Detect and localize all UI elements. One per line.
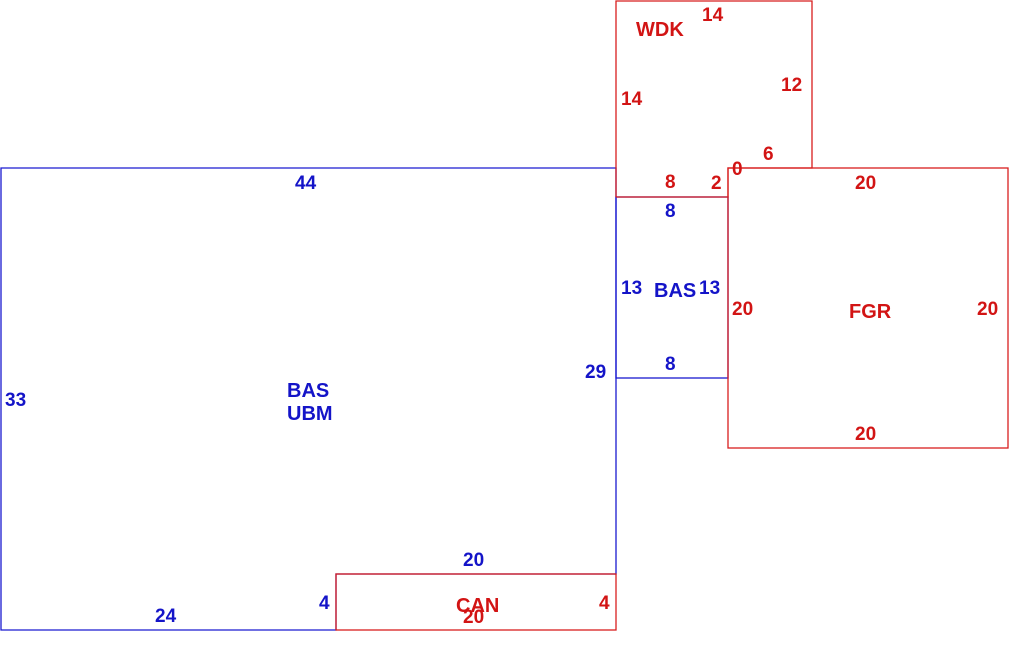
connector-top-dimension: 8 — [665, 201, 676, 222]
deck-area-code: WDK — [636, 19, 684, 41]
garage-left-dimension: 20 — [732, 299, 753, 320]
garage-right-dimension: 20 — [977, 299, 998, 320]
connector-bottom-dimension: 8 — [665, 354, 676, 375]
deck-bottom-dimension-b: 2 — [711, 173, 722, 194]
deck-bottom-dimension-a: 8 — [665, 172, 676, 193]
main-bottom-dimension: 24 — [155, 606, 177, 627]
garage-top-dimension: 20 — [855, 173, 876, 194]
deck-top-dimension: 14 — [702, 5, 724, 26]
main-left-dimension: 33 — [5, 390, 26, 411]
connector-left-dimension: 13 — [621, 278, 642, 299]
main-area-code: BAS — [287, 380, 329, 402]
deck-step-dimension-a: 0 — [732, 159, 743, 180]
garage-bottom-dimension: 20 — [855, 424, 876, 445]
canopy-right-dimension: 4 — [599, 593, 610, 614]
canopy-area-code: CAN — [456, 595, 499, 617]
main-area-subcode: UBM — [287, 403, 333, 425]
main-top-dimension: 44 — [295, 173, 317, 194]
deck-left-dimension: 14 — [621, 89, 643, 110]
canopy-outline — [335, 573, 617, 631]
main-notch-side-dimension: 4 — [319, 593, 330, 614]
deck-step-dimension-b: 6 — [763, 144, 774, 165]
garage-outline — [727, 167, 1009, 449]
connector-right-dimension: 13 — [699, 278, 720, 299]
connector-area-code: BAS — [654, 280, 696, 302]
deck-right-dimension: 12 — [781, 75, 802, 96]
garage-area-code: FGR — [849, 301, 892, 323]
main-notch-top-dimension: 20 — [463, 550, 484, 571]
canopy-bottom-dimension: 20 — [463, 607, 484, 628]
main-right-dimension: 29 — [585, 362, 606, 383]
